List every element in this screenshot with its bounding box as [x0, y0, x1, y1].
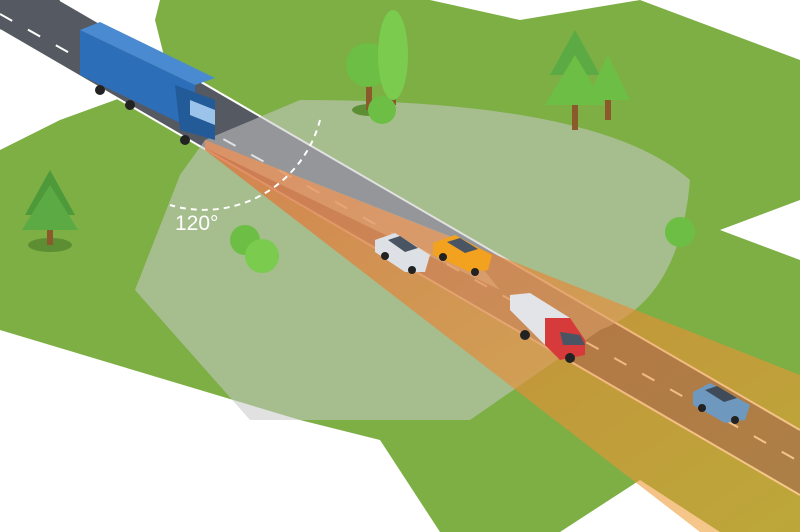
narrow-beam [205, 140, 500, 290]
bushes-center [230, 225, 279, 273]
long-range-beam [205, 140, 800, 532]
box-van [510, 293, 585, 363]
bush-right [665, 217, 695, 247]
tree-top-2 [378, 10, 408, 105]
bush-top [368, 96, 396, 124]
orange-car [433, 235, 492, 276]
fov-angle-label: 120° [175, 212, 218, 235]
angle-arc [169, 119, 321, 211]
semi-truck [80, 22, 215, 145]
silver-car [375, 233, 430, 274]
tree-left [22, 170, 78, 252]
tree-right-2 [586, 55, 630, 120]
blue-suv [693, 383, 750, 424]
